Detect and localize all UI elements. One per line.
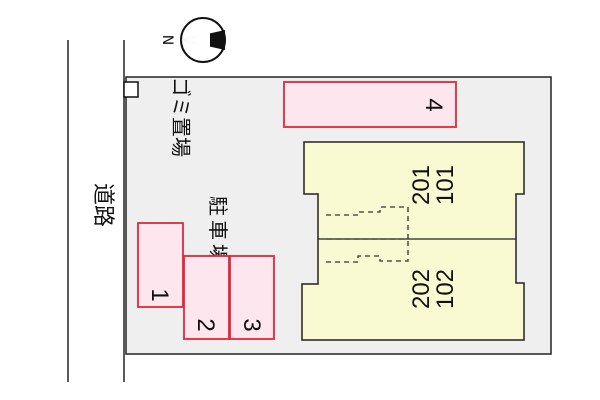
- parking-space-3: 3: [229, 255, 275, 340]
- parking-space-1: 1: [137, 222, 184, 308]
- parking-space-number: 1: [146, 288, 173, 301]
- parking-space-number: 3: [238, 318, 265, 331]
- entrance-outline-upper: [326, 206, 409, 240]
- road-label: 道路: [90, 183, 115, 227]
- garbage-area-label: ゴミ置場: [169, 77, 193, 157]
- north-arrow-icon: [180, 17, 226, 63]
- garbage-area-marker: [123, 81, 139, 98]
- unit-number-201: 201: [408, 165, 435, 205]
- unit-number-101: 101: [432, 165, 459, 205]
- parking-space-number: 2: [192, 318, 219, 331]
- parking-space-4: 4: [283, 81, 457, 128]
- entrance-outline-lower: [326, 239, 409, 263]
- building-footprint: [301, 141, 525, 341]
- parking-space-2: 2: [183, 255, 230, 340]
- unit-number-202: 202: [408, 269, 435, 309]
- north-label: N: [159, 35, 175, 45]
- parking-space-number: 4: [420, 98, 447, 111]
- unit-number-102: 102: [432, 269, 459, 309]
